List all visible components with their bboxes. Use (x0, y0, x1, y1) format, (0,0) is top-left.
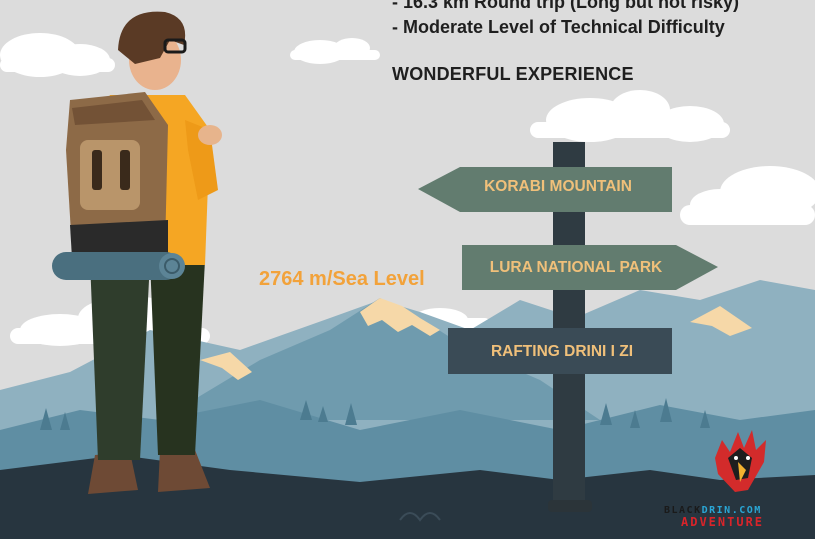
brand-name-part1: BLACK (664, 505, 702, 516)
forest (40, 398, 710, 430)
sleeping-mat (52, 252, 180, 280)
main-peak (160, 298, 600, 420)
hiker-glasses (163, 38, 187, 54)
sign-korabi (418, 167, 672, 212)
backpack-strap-left (92, 150, 102, 190)
grass-tuft (399, 512, 441, 522)
brand-tagline: ADVENTURE (681, 515, 765, 529)
backpack-lid (72, 100, 155, 125)
hiker-boot-right (158, 450, 210, 492)
eagle-logo-icon (715, 430, 766, 492)
sign-rafting (448, 328, 672, 374)
cloud-upper-right (530, 90, 730, 142)
sleeping-mat-roll (159, 253, 185, 279)
brand-name: BLACKDRIN.COM (664, 505, 762, 516)
hiker-hair (118, 11, 186, 64)
hiker-leg-left (90, 260, 150, 460)
brand-name-part2: DRIN.COM (701, 505, 762, 516)
signpost-base (548, 500, 592, 512)
snow-patch-right (690, 306, 752, 336)
cloud-left (0, 33, 115, 77)
altitude-label: 2764 m/Sea Level (259, 268, 425, 290)
sign-lura (462, 245, 718, 290)
cloud-right (680, 166, 815, 225)
backpack-strap-right (120, 150, 130, 190)
cloud-mid (290, 38, 380, 64)
backpack-pocket (80, 140, 140, 210)
sign-label-rafting: RAFTING DRINI I ZI (490, 343, 634, 360)
hiker-hand (198, 125, 222, 145)
hiker-boot-left (88, 452, 138, 494)
sign-label-lura: LURA NATIONAL PARK (489, 259, 663, 276)
sign-label-korabi: KORABI MOUNTAIN (484, 178, 632, 195)
snow-patch-left (200, 352, 252, 380)
experience-heading: WONDERFUL EXPERIENCE (392, 64, 634, 84)
hiker-leg-right (150, 260, 205, 455)
difficulty-text: - Moderate Level of Technical Difficulty (392, 17, 725, 37)
trip-distance-text: - 16.3 km Round trip (Long but not risky… (392, 0, 740, 12)
hiker (52, 11, 222, 494)
snow-cap (360, 298, 440, 336)
backpack-bottom (70, 220, 168, 258)
